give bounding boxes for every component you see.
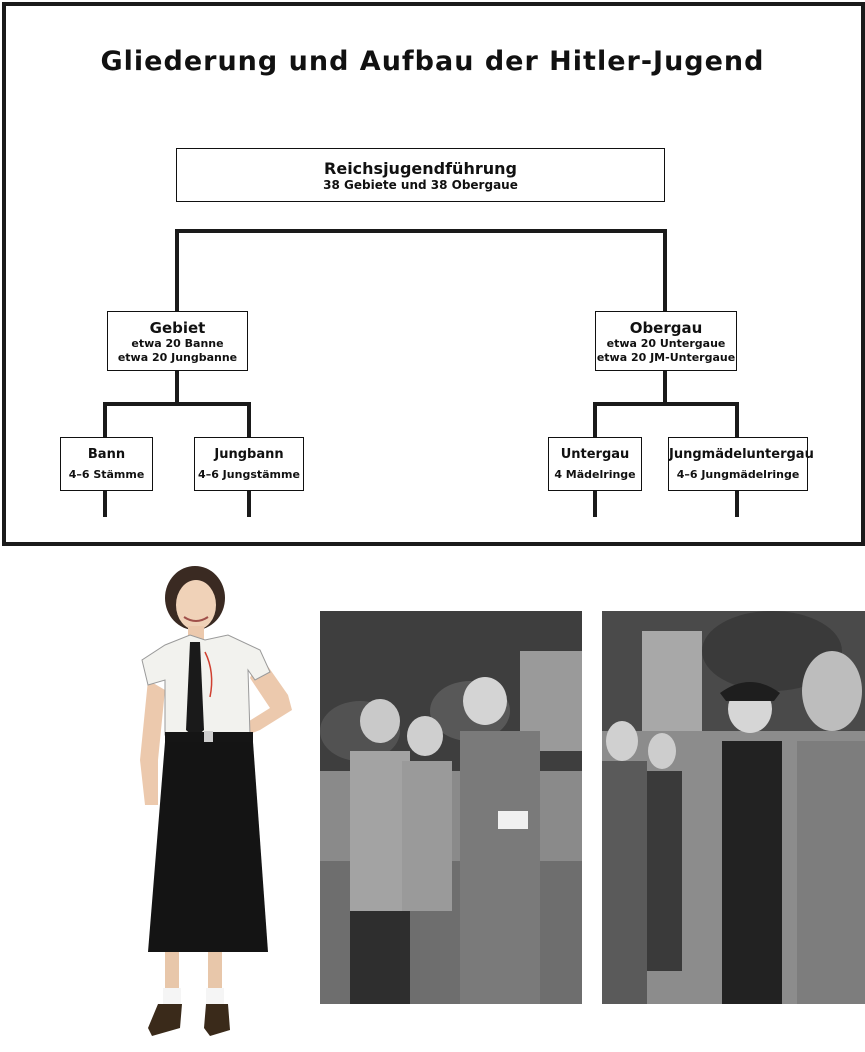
photo-boys-ceremony xyxy=(320,611,582,1004)
node-subtitle: 4–6 Stämme xyxy=(68,468,145,481)
node-jungbann: Jungbann 4–6 Jungstämme xyxy=(194,437,304,491)
node-title: Jungbann xyxy=(214,447,284,462)
photo-girls-line xyxy=(602,611,865,1004)
node-subtitle: etwa 20 Untergaue xyxy=(606,337,726,350)
connector-lines xyxy=(103,229,739,517)
node-subtitle: 4–6 Jungmädelringe xyxy=(676,468,800,481)
node-title: Untergau xyxy=(560,447,630,462)
node-subtitle: 4–6 Jungstämme xyxy=(198,468,300,481)
node-subtitle: etwa 20 Jungbanne xyxy=(117,351,238,364)
node-title: Gebiet xyxy=(149,319,206,337)
uniform-illustration xyxy=(140,566,292,1036)
diagram-frame xyxy=(2,2,865,546)
node-untergau: Untergau 4 Mädelringe xyxy=(548,437,642,491)
node-subtitle: 4 Mädelringe xyxy=(554,468,636,481)
node-bann: Bann 4–6 Stämme xyxy=(60,437,153,491)
node-title: Reichsjugendführung xyxy=(324,159,517,178)
node-subtitle: etwa 20 JM-Untergaue xyxy=(596,351,736,364)
node-gebiet: Gebiet etwa 20 Banne etwa 20 Jungbanne xyxy=(107,311,248,371)
node-title: Jungmädeluntergau xyxy=(669,447,814,462)
left-branch-connector xyxy=(103,402,251,437)
node-subtitle: etwa 20 Banne xyxy=(131,337,224,350)
right-branch-connector xyxy=(593,402,739,437)
diagram-title: Gliederung und Aufbau der Hitler-Jugend xyxy=(100,46,765,77)
node-obergau: Obergau etwa 20 Untergaue etwa 20 JM-Unt… xyxy=(595,311,737,371)
node-title: Bann xyxy=(87,447,126,462)
node-title: Obergau xyxy=(629,319,703,337)
node-reichsjugendfuehrung: Reichsjugendführung 38 Gebiete und 38 Ob… xyxy=(176,148,665,202)
node-jungmaedeluntergau: Jungmädeluntergau 4–6 Jungmädelringe xyxy=(668,437,814,491)
root-connector xyxy=(175,229,667,311)
node-subtitle: 38 Gebiete und 38 Obergaue xyxy=(323,178,518,192)
